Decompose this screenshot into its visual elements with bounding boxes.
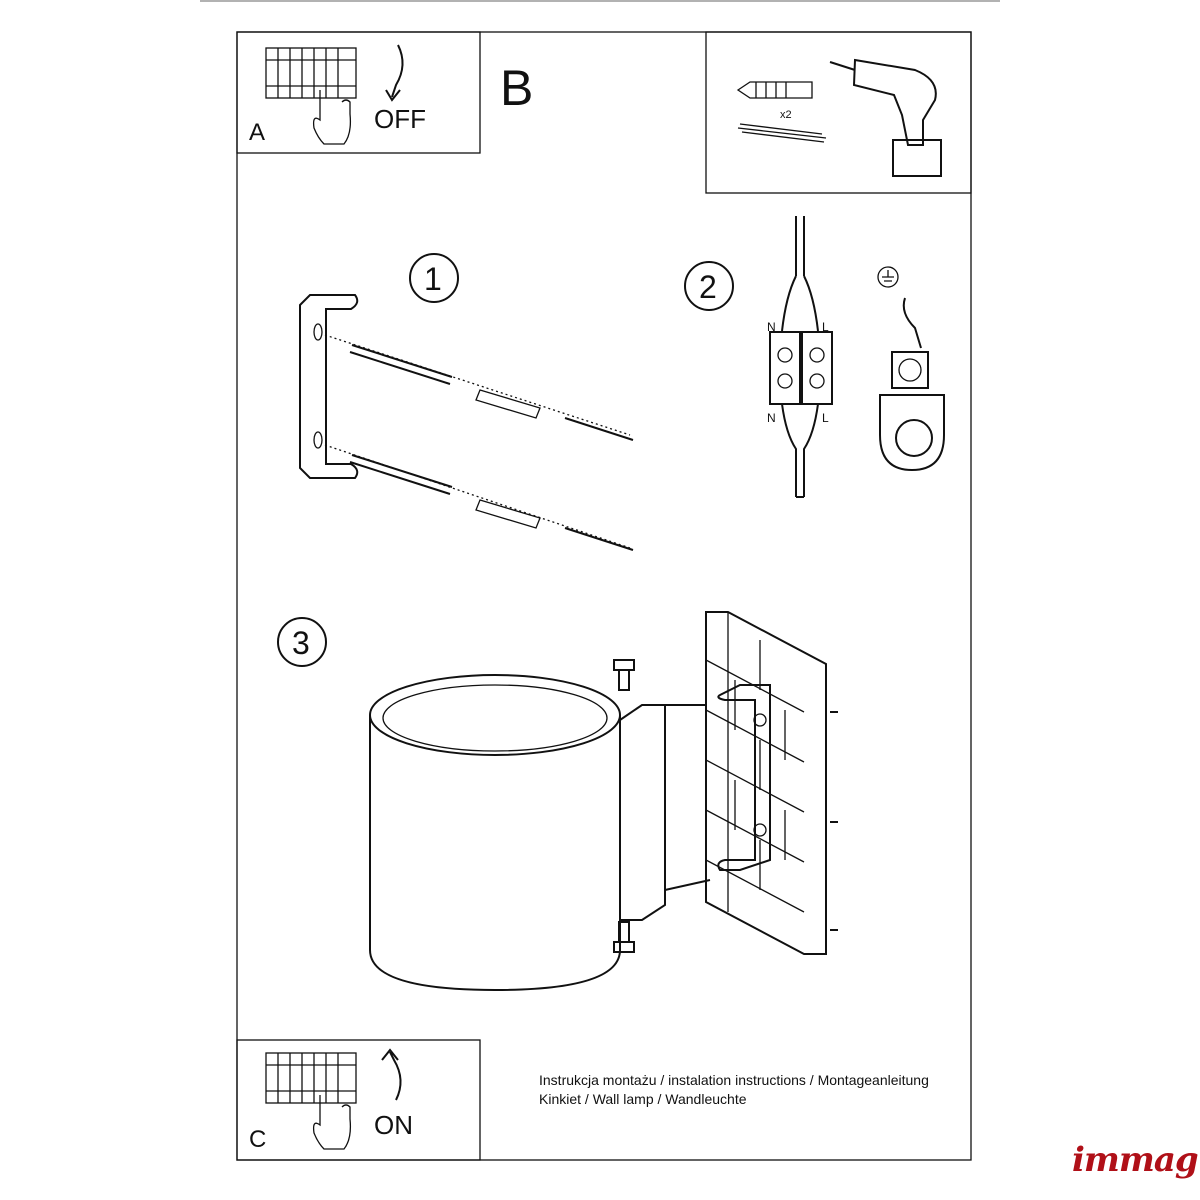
off-label: OFF [374, 104, 426, 134]
drill-icon [829, 58, 942, 177]
screw-icon [737, 123, 827, 143]
caption: Instrukcja montażu / instalation instruc… [539, 1071, 929, 1109]
step-3-lamp-assembly: 3 [277, 611, 838, 992]
wire-label-l-bottom: L [822, 411, 829, 425]
panel-c-power-on: C ON [236, 1039, 481, 1161]
breaker-box-icon [265, 1052, 357, 1104]
supply-wires [781, 216, 819, 332]
wire-label-n-bottom: N [767, 411, 776, 425]
wall-plug-icon [736, 81, 813, 99]
step-number-1: 1 [424, 261, 442, 297]
wall-bracket [717, 684, 771, 871]
wire-label-l-top: L [822, 320, 829, 334]
wire-label-n-top: N [767, 320, 776, 334]
caption-line-2: Kinkiet / Wall lamp / Wandleuchte [539, 1091, 747, 1107]
step-number-3: 3 [292, 625, 310, 661]
on-label: ON [374, 1110, 413, 1140]
mounting-bracket [299, 294, 359, 479]
panel-letter-c: C [249, 1126, 266, 1153]
main-frame [236, 31, 972, 1161]
breaker-box-icon [265, 47, 357, 99]
brick-wall [705, 611, 827, 955]
screw-and-plug-lower [324, 444, 634, 551]
step-2-wiring: 2 N L N L [684, 216, 945, 498]
lamp-wires [781, 403, 819, 498]
panel-letter-b: B [500, 60, 533, 116]
arrow-up-icon [381, 1048, 402, 1101]
screw-and-plug-upper [324, 334, 634, 441]
wall-bolts [830, 711, 838, 931]
fixing-screw-bottom [613, 921, 635, 953]
terminal-block-l [801, 331, 833, 405]
step-1-bracket-mounting: 1 [299, 253, 634, 551]
arrow-down-icon [385, 44, 404, 102]
ground-terminal [877, 266, 945, 472]
brand-logo: immag [1072, 1140, 1199, 1180]
mount-plate [619, 704, 666, 921]
caption-line-1: Instrukcja montażu / instalation instruc… [539, 1072, 929, 1088]
panel-a-power-off: A OFF [236, 31, 481, 154]
tools-panel: x2 [705, 31, 972, 194]
panel-letter-a: A [249, 119, 265, 146]
terminal-block-n [769, 331, 801, 405]
lamp-cylinder [369, 674, 621, 992]
hand-icon [312, 90, 352, 145]
quantity-label: x2 [780, 109, 792, 121]
step-number-2: 2 [699, 269, 717, 305]
hand-icon [312, 1095, 352, 1150]
mount-plate-edges [645, 704, 711, 891]
fixing-screw-top [613, 659, 635, 691]
ground-symbol-icon [877, 266, 899, 288]
